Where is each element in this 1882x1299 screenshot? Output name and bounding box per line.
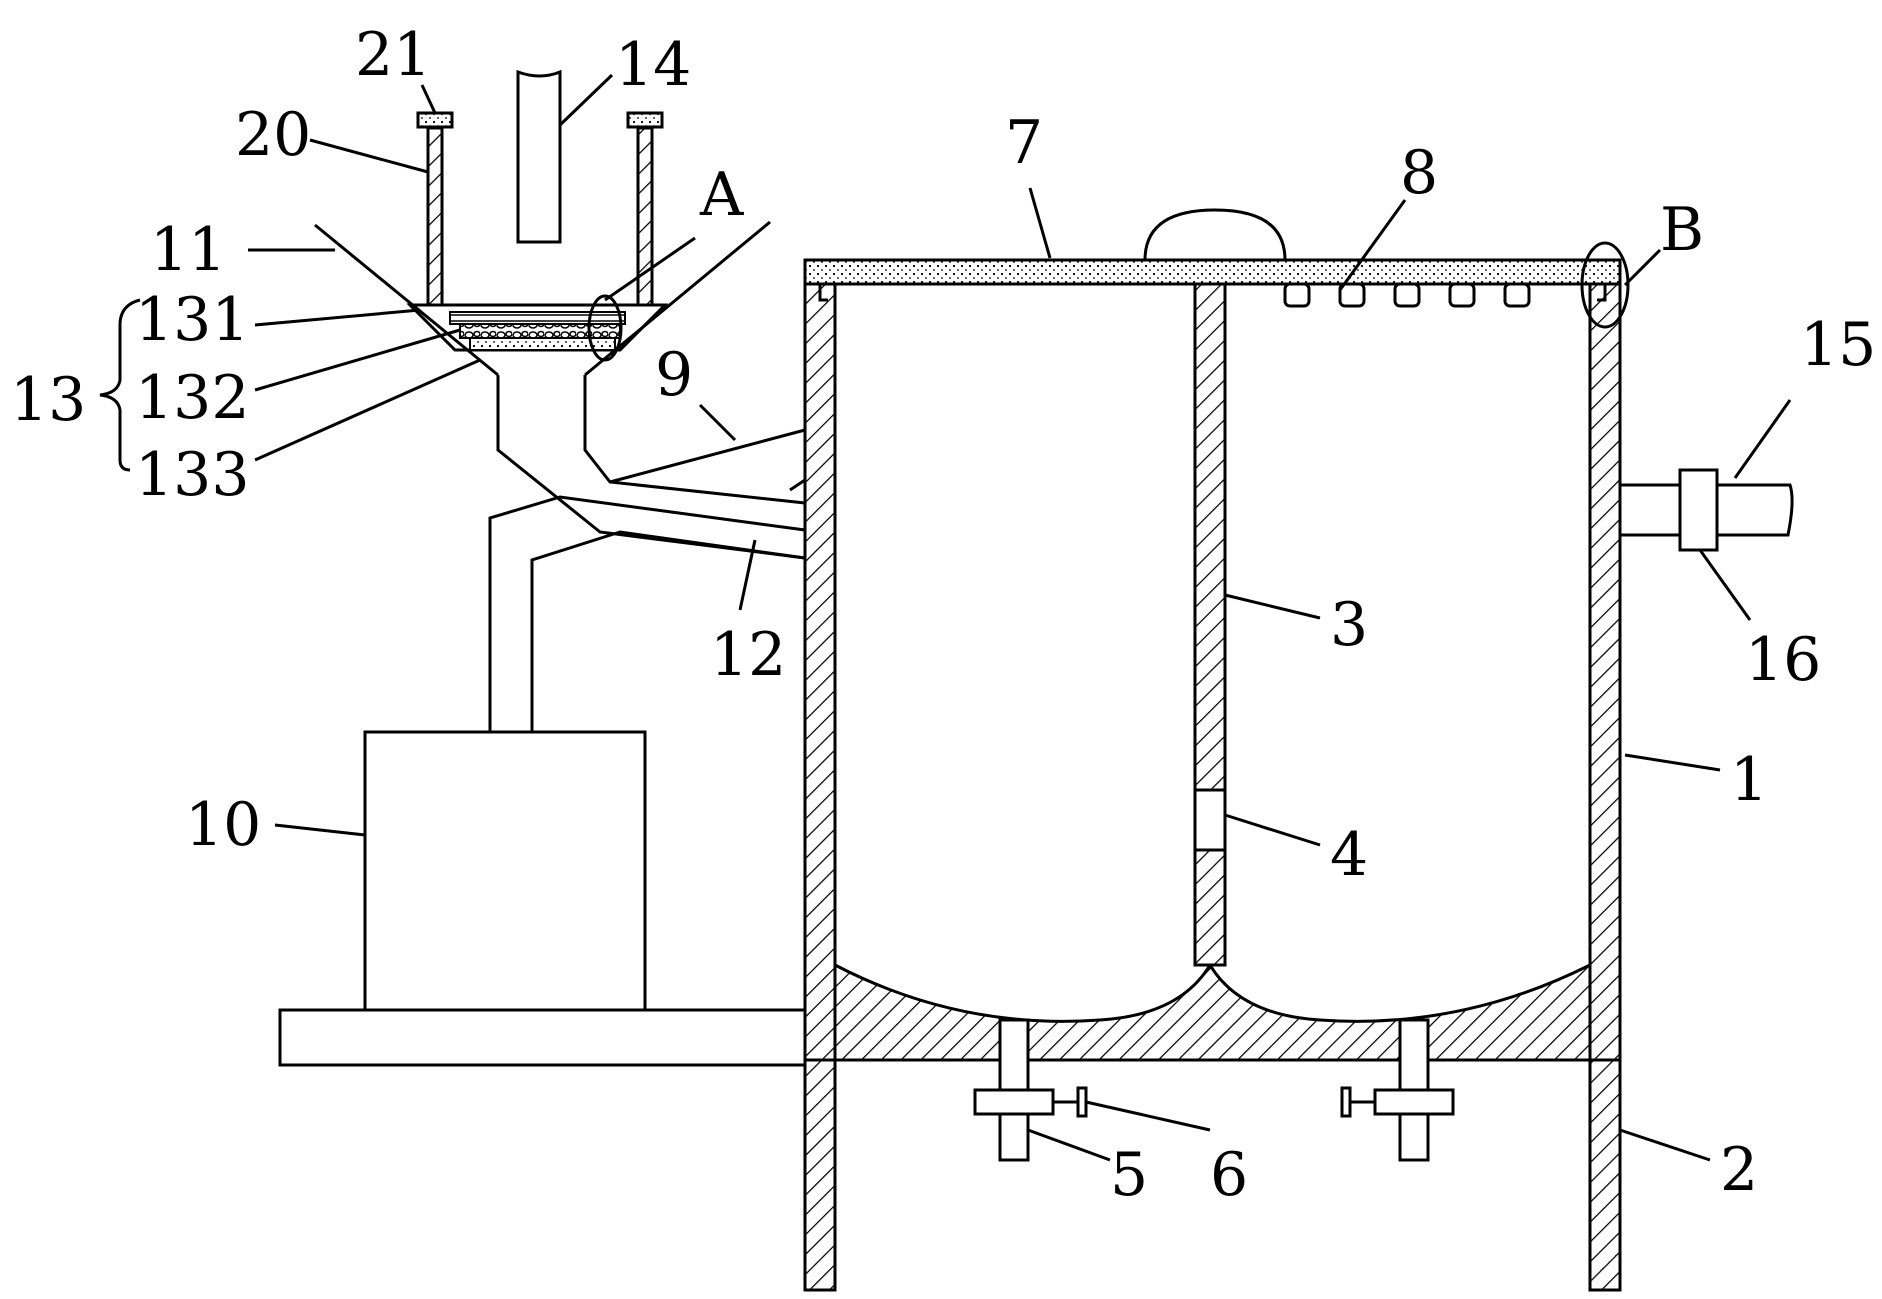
base-platform — [278, 1008, 807, 1067]
label-a: A — [699, 160, 744, 230]
feed-pipe — [516, 69, 562, 244]
label-8: 8 — [1400, 138, 1438, 208]
label-14: 14 — [615, 30, 691, 100]
filter-assembly — [406, 303, 669, 352]
pump-box — [363, 730, 647, 1012]
label-13: 13 — [10, 365, 86, 435]
partition-wall — [1193, 282, 1227, 967]
label-7: 7 — [1005, 108, 1043, 178]
label-4: 4 — [1330, 820, 1368, 890]
label-131: 131 — [135, 285, 250, 355]
drain-right — [1340, 1018, 1455, 1162]
tank-body — [803, 268, 1622, 1062]
label-3: 3 — [1330, 590, 1368, 660]
support-legs — [803, 1058, 1622, 1292]
labels: 1 2 3 4 5 6 7 8 9 10 11 12 13 131 132 13… — [10, 20, 1876, 1210]
label-133: 133 — [135, 440, 250, 510]
label-20: 20 — [235, 100, 311, 170]
label-11: 11 — [150, 215, 226, 285]
outlet-pipe — [1620, 468, 1794, 552]
label-1: 1 — [1730, 745, 1768, 815]
label-6: 6 — [1210, 1140, 1248, 1210]
spray-heads — [1283, 282, 1531, 308]
label-132: 132 — [135, 363, 250, 433]
label-16: 16 — [1745, 625, 1821, 695]
hopper-side — [314, 223, 499, 377]
label-2: 2 — [1720, 1135, 1758, 1205]
label-9: 9 — [655, 340, 693, 410]
drain-left — [973, 1018, 1088, 1162]
label-12: 12 — [710, 620, 786, 690]
rod-right — [626, 111, 664, 307]
label-b: B — [1660, 195, 1704, 265]
tank-lid — [803, 258, 1622, 302]
lid-handle — [1143, 208, 1287, 261]
detail-circle-b — [1580, 241, 1630, 329]
rod-left — [416, 111, 454, 307]
label-5: 5 — [1110, 1140, 1148, 1210]
detail-circle-a — [587, 294, 623, 362]
label-15: 15 — [1800, 310, 1876, 380]
leader-lines — [99, 73, 1792, 1162]
inlet-pipe — [496, 375, 806, 560]
partition-window — [1193, 788, 1227, 852]
label-21: 21 — [355, 20, 431, 90]
pump-pipe — [488, 495, 806, 732]
label-10: 10 — [185, 790, 261, 860]
